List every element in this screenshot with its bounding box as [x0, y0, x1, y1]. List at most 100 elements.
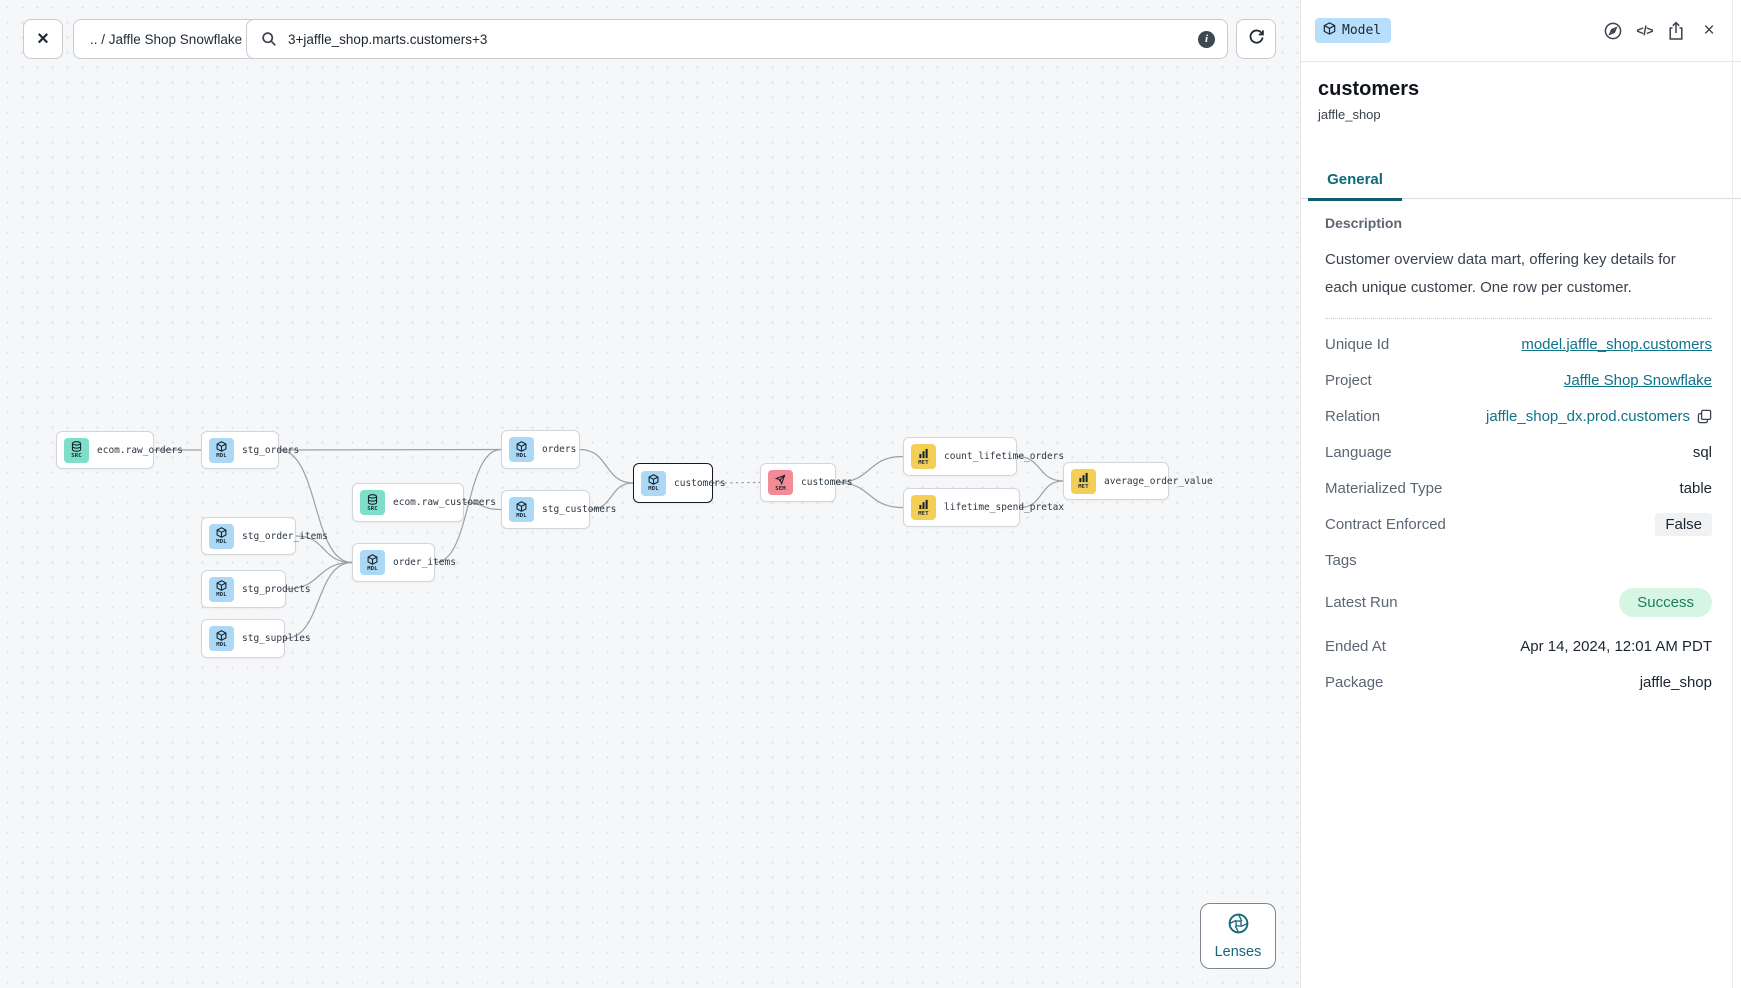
share-icon[interactable] — [1666, 21, 1686, 41]
panel-header: Model </> × — [1301, 0, 1741, 62]
status-badge: Success — [1619, 587, 1712, 617]
graph-node-label: customers — [674, 477, 726, 489]
met-type-icon: MET — [1071, 468, 1096, 494]
graph-node-customers[interactable]: MDL customers — [633, 463, 725, 503]
details-panel: Model </> × — [1300, 0, 1741, 988]
graph-node-orders[interactable]: MDL orders — [501, 430, 580, 469]
cube-icon — [1323, 22, 1336, 39]
detail-label: Tags — [1325, 551, 1357, 569]
detail-row-latest-run: Latest Run Success — [1325, 582, 1712, 622]
description-text: Customer overview data mart, offering ke… — [1325, 246, 1712, 319]
graph-node-lifetime_spend_pretax[interactable]: MET lifetime_spend_pretax — [903, 488, 1064, 527]
detail-row-package: Package jaffle_shop — [1325, 664, 1712, 700]
badge-label: Model — [1342, 23, 1382, 38]
explore-compass-icon[interactable] — [1603, 21, 1623, 41]
graph-node-label: orders — [542, 444, 577, 455]
mdl-type-icon: MDL — [509, 497, 534, 522]
detail-label: Language — [1325, 443, 1392, 461]
lenses-label: Lenses — [1214, 944, 1262, 960]
lineage-search[interactable]: i — [246, 19, 1228, 59]
tab-bar: General — [1301, 160, 1741, 201]
mdl-type-icon: MDL — [209, 576, 234, 602]
mdl-type-icon: MDL — [209, 626, 234, 651]
graph-node-stg_products[interactable]: MDL stg_products — [201, 570, 311, 608]
view-code-icon[interactable]: </> — [1636, 24, 1653, 38]
mdl-type-icon: MDL — [209, 437, 234, 463]
graph-node-label: order_items — [393, 557, 456, 568]
lenses-button[interactable]: Lenses — [1200, 903, 1276, 969]
graph-node-label: stg_products — [242, 583, 311, 595]
sem-type-icon: SEM — [768, 470, 793, 495]
detail-label: Unique Id — [1325, 335, 1390, 353]
graph-node-average_order_value[interactable]: MET average_order_value — [1063, 462, 1213, 500]
close-lineage-button[interactable]: × — [23, 19, 63, 59]
graph-node-label: average_order_value — [1104, 475, 1213, 487]
detail-value-link[interactable]: Jaffle Shop Snowflake — [1563, 371, 1712, 389]
mdl-type-icon: MDL — [641, 470, 666, 496]
mdl-type-icon: MDL — [209, 523, 234, 549]
detail-value-relation: jaffle_shop_dx.prod.customers — [1486, 408, 1712, 425]
graph-node-label: customers — [801, 477, 853, 488]
detail-label: Ended At — [1325, 637, 1386, 655]
graph-node-stg_orders[interactable]: MDL stg_orders — [201, 431, 299, 469]
detail-label: Package — [1325, 673, 1384, 691]
tab-general[interactable]: General — [1308, 160, 1402, 201]
breadcrumb[interactable]: .. / Jaffle Shop Snowflake — [73, 19, 260, 59]
search-icon — [259, 29, 279, 49]
detail-label: Materialized Type — [1325, 479, 1443, 497]
graph-node-label: stg_supplies — [242, 633, 311, 644]
detail-row-materialized-type: Materialized Type table — [1325, 470, 1712, 506]
lenses-icon — [1227, 912, 1250, 940]
detail-value-link[interactable]: model.jaffle_shop.customers — [1521, 335, 1712, 353]
met-type-icon: MET — [911, 495, 936, 520]
detail-row-ended-at: Ended At Apr 14, 2024, 12:01 AM PDT — [1325, 628, 1712, 664]
close-icon: × — [37, 28, 49, 50]
lineage-edges — [154, 448, 1064, 640]
relation-text: jaffle_shop_dx.prod.customers — [1485, 407, 1690, 425]
detail-label: Contract Enforced — [1325, 515, 1446, 533]
graph-node-label: stg_orders — [242, 444, 300, 456]
detail-label: Relation — [1325, 407, 1381, 425]
detail-value: sql — [1692, 443, 1712, 461]
graph-node-stg_supplies[interactable]: MDL stg_supplies — [201, 619, 311, 658]
panel-body: Description Customer overview data mart,… — [1325, 215, 1712, 700]
breadcrumb-label: .. / Jaffle Shop Snowflake — [90, 31, 243, 47]
info-icon[interactable]: i — [1198, 30, 1215, 48]
resource-type-badge: Model — [1315, 18, 1392, 43]
detail-row-tags: Tags — [1325, 542, 1712, 578]
graph-node-label: ecom.raw_orders — [97, 444, 183, 456]
package-subtitle: jaffle_shop — [1318, 107, 1381, 122]
detail-value: table — [1679, 479, 1712, 497]
met-type-icon: MET — [911, 444, 936, 469]
detail-row-project: Project Jaffle Shop Snowflake — [1325, 362, 1712, 398]
close-panel-icon[interactable]: × — [1703, 20, 1715, 41]
detail-value: Apr 14, 2024, 12:01 AM PDT — [1520, 637, 1712, 655]
description-label: Description — [1325, 215, 1403, 231]
refresh-button[interactable] — [1236, 19, 1276, 59]
graph-node-ecom_raw_customers[interactable]: SRC ecom.raw_customers — [352, 483, 496, 522]
detail-row-language: Language sql — [1325, 434, 1712, 470]
page-title: customers — [1318, 78, 1420, 100]
detail-label: Project — [1325, 371, 1372, 389]
detail-row-relation: Relation jaffle_shop_dx.prod.customers — [1325, 398, 1712, 434]
graph-node-label: ecom.raw_customers — [393, 497, 496, 508]
detail-value: jaffle_shop — [1639, 673, 1712, 691]
src-type-icon: SRC — [360, 490, 385, 515]
search-input[interactable] — [288, 31, 1189, 47]
mdl-type-icon: MDL — [509, 437, 534, 462]
graph-node-label: stg_customers — [542, 504, 617, 515]
graph-node-label: stg_order_items — [242, 530, 328, 542]
detail-row-unique-id: Unique Id model.jaffle_shop.customers — [1325, 326, 1712, 362]
graph-node-customers_sem[interactable]: SEM customers — [760, 463, 852, 502]
graph-node-stg_customers[interactable]: MDL stg_customers — [501, 490, 616, 529]
graph-node-stg_order_items[interactable]: MDL stg_order_items — [201, 517, 328, 555]
graph-node-label: lifetime_spend_pretax — [944, 502, 1065, 513]
detail-label: Latest Run — [1325, 593, 1398, 611]
copy-icon[interactable] — [1697, 409, 1712, 424]
